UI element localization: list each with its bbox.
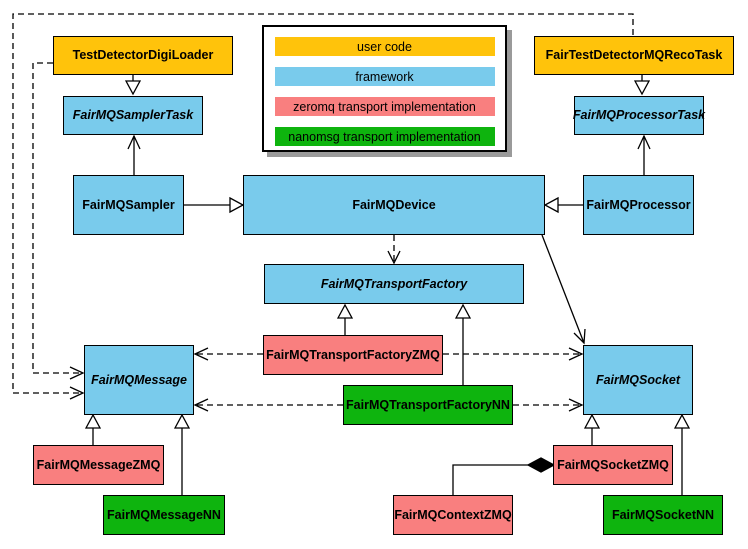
class-box-fairmq_message_nn: FairMQMessageNN (103, 495, 225, 535)
class-label: FairMQProcessorTask (572, 108, 706, 123)
class-label: FairMQSamplerTask (72, 108, 194, 123)
edge-device-uses-socket (541, 234, 586, 345)
triangle-arrowhead (336, 303, 354, 319)
class-box-fairmq_transport_factory_zmq: FairMQTransportFactoryZMQ (263, 335, 443, 375)
legend-item-zeromq: zeromq transport implementation (274, 97, 495, 116)
edge-socketzmq-extends-socket (583, 413, 601, 445)
class-box-fairmq_transport_factory: FairMQTransportFactory (264, 264, 524, 304)
class-box-fairmq_context_zmq: FairMQContextZMQ (393, 495, 513, 535)
edge-digiloader-depends-message (32, 62, 85, 380)
legend-item-framework: framework (274, 67, 495, 86)
class-box-fairmq_processor_task: FairMQProcessorTask (572, 96, 706, 135)
triangle-arrowhead (124, 80, 142, 96)
class-box-fairmq_sampler_task: FairMQSamplerTask (63, 96, 203, 135)
legend-label: zeromq transport implementation (293, 99, 476, 114)
open-arrowhead (193, 347, 209, 361)
edge-processor-uses-processortask (637, 134, 651, 175)
class-box-fairmq_processor: FairMQProcessor (583, 175, 694, 235)
open-arrowhead (69, 366, 85, 380)
edge-factorynn-depends-message (193, 398, 343, 412)
edge-socketnn-extends-socket (673, 413, 691, 495)
class-label: FairMQTransportFactoryNN (346, 397, 510, 412)
edge-factoryzmq-depends-message (193, 347, 263, 361)
triangle-arrowhead (633, 80, 651, 96)
triangle-arrowhead (84, 413, 102, 429)
class-label: FairMQTransportFactory (320, 276, 468, 291)
triangle-arrowhead (583, 413, 601, 429)
class-box-test_detector_digi_loader: TestDetectorDigiLoader (53, 36, 233, 75)
open-arrowhead (387, 250, 401, 265)
open-arrowhead (568, 347, 584, 361)
open-arrowhead (573, 328, 586, 345)
class-label: FairTestDetectorMQRecoTask (545, 48, 723, 63)
edge-factoryzmq-depends-socket (443, 347, 584, 361)
class-box-fairmq_message: FairMQMessage (84, 345, 194, 415)
triangle-arrowhead (673, 413, 691, 429)
class-box-fair_test_detector_mq_reco_task: FairTestDetectorMQRecoTask (534, 36, 734, 75)
edge-factoryzmq-extends-transportfactory (336, 303, 354, 335)
class-box-fairmq_socket_zmq: FairMQSocketZMQ (553, 445, 673, 485)
diamond-arrowhead (526, 457, 556, 473)
triangle-arrowhead (229, 196, 245, 214)
legend-label: nanomsg transport implementation (288, 129, 481, 144)
edge-contextzmq-composition-socketzmq (452, 457, 556, 495)
edge-recotask-depends-message (12, 13, 634, 400)
edge-recotask-extends-processortask (633, 75, 651, 96)
legend: user code framework zeromq transport imple… (262, 25, 507, 152)
edge-factorynn-depends-socket (513, 398, 584, 412)
class-label: FairMQSampler (82, 197, 175, 212)
open-arrowhead (193, 398, 209, 412)
edge-factorynn-extends-transportfactory (454, 303, 472, 385)
class-label: FairMQMessageZMQ (36, 457, 161, 472)
triangle-arrowhead (454, 303, 472, 319)
edge-messagenn-extends-message (173, 413, 191, 495)
open-arrowhead (637, 134, 651, 150)
class-box-fairmq_transport_factory_nn: FairMQTransportFactoryNN (343, 385, 513, 425)
class-box-fairmq_socket: FairMQSocket (583, 345, 693, 415)
class-label: FairMQContextZMQ (394, 507, 512, 522)
triangle-arrowhead (543, 196, 559, 214)
legend-label: user code (357, 39, 412, 54)
class-label: FairMQMessageNN (107, 507, 221, 522)
open-arrowhead (69, 386, 85, 400)
class-label: FairMQSocketZMQ (557, 457, 669, 472)
edge-messagezmq-extends-message (84, 413, 102, 445)
class-box-fairmq_message_zmq: FairMQMessageZMQ (33, 445, 164, 485)
class-label: FairMQSocket (595, 372, 681, 387)
legend-item-user_code: user code (274, 37, 495, 56)
class-label: TestDetectorDigiLoader (72, 48, 214, 63)
edge-sampler-extends-device (184, 196, 245, 214)
edge-sampler-uses-samplertask (127, 134, 141, 175)
open-arrowhead (568, 398, 584, 412)
class-box-fairmq_socket_nn: FairMQSocketNN (603, 495, 723, 535)
edge-device-depends-transportfactory (387, 235, 401, 265)
legend-item-nanomsg: nanomsg transport implementation (274, 127, 495, 146)
class-label: FairMQTransportFactoryZMQ (266, 347, 440, 362)
class-label: FairMQSocketNN (611, 507, 715, 522)
class-label: FairMQProcessor (586, 197, 691, 212)
class-box-fairmq_sampler: FairMQSampler (73, 175, 184, 235)
class-label: FairMQMessage (91, 372, 187, 387)
edge-digiloader-extends-samplertask (124, 75, 142, 96)
edge-processor-extends-device (543, 196, 583, 214)
class-label: FairMQDevice (352, 197, 436, 212)
open-arrowhead (127, 134, 141, 150)
class-box-fairmq_device: FairMQDevice (243, 175, 545, 235)
legend-label: framework (355, 69, 414, 84)
triangle-arrowhead (173, 413, 191, 429)
